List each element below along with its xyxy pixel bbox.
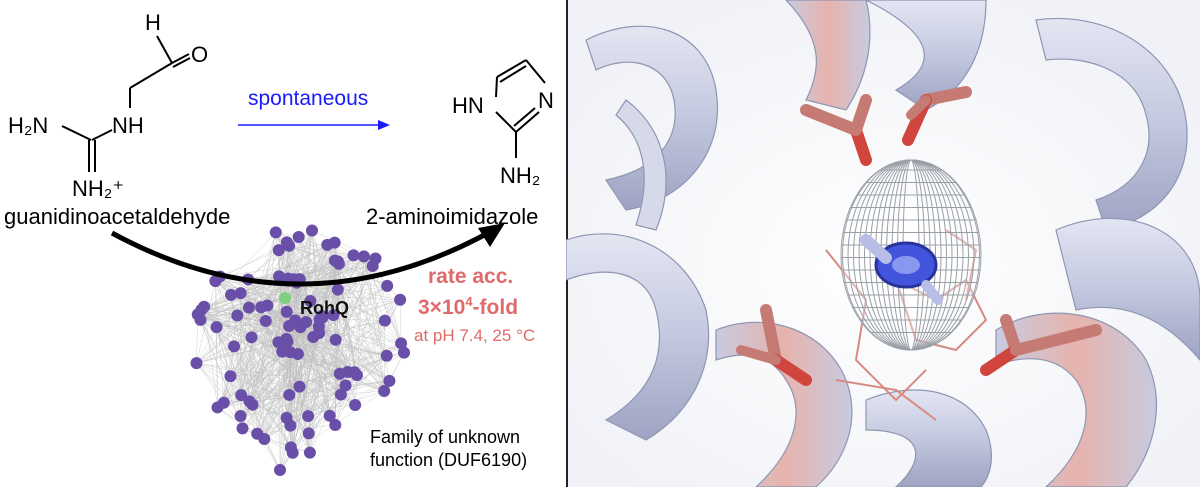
reaction-scheme-panel: H O NH H₂N NH₂⁺ guanidinoacetaldehyde sp… [0,0,566,487]
ring-n-label: N [538,88,554,113]
network-node [321,239,333,251]
spontaneous-label: spontaneous [248,87,368,110]
network-node [303,427,315,439]
network-node [283,389,295,401]
product-name: 2-aminoimidazole [366,204,538,229]
network-node [367,260,379,272]
network-node [378,385,390,397]
network-node [235,389,247,401]
network-node [330,334,342,346]
network-node [243,302,255,314]
family-line2: function (DUF6190) [370,450,527,470]
network-node [281,306,293,318]
network-node [324,410,336,422]
network-node [212,401,224,413]
rate-line1: rate acc. [428,265,513,288]
network-node [347,249,359,261]
network-node [274,464,286,476]
network-node [231,310,243,322]
hn-label: HN [452,93,484,118]
network-node [235,410,247,422]
spontaneous-arrow [238,120,390,130]
network-node [287,447,299,459]
rate-conditions: at pH 7.4, 25 °C [414,326,535,345]
network-node [211,321,223,333]
protein-structure-panel [566,0,1200,487]
rohq-label: RohQ [300,298,349,318]
network-node [270,226,282,238]
network-node [260,315,272,327]
nh-label: NH [112,113,144,138]
network-node [313,327,325,339]
reactant-name: guanidinoacetaldehyde [4,204,230,229]
network-node [304,447,316,459]
network-node [237,422,249,434]
reaction-scheme-svg: H O NH H₂N NH₂⁺ guanidinoacetaldehyde sp… [0,0,566,487]
network-node [342,366,354,378]
h2n-label: H₂N [8,113,48,138]
protein-structure-image [566,0,1200,487]
network-node [272,336,284,348]
rate-line2: 3×104-fold [418,294,518,319]
network-node [394,294,406,306]
network-node [381,350,393,362]
network-node [255,301,267,313]
network-node [349,399,361,411]
network-node [273,270,285,282]
network-node [381,280,393,292]
network-node [340,379,352,391]
network-node [383,375,395,387]
network-node [294,321,306,333]
network-node [333,258,345,270]
family-line1: Family of unknown [370,427,520,447]
network-node [332,284,344,296]
network-node [302,410,314,422]
network-node [379,315,391,327]
network-node [281,236,293,248]
guanidinoacetaldehyde-structure [62,36,190,172]
network-node [251,428,263,440]
network-node [306,225,318,237]
network-node [225,289,237,301]
network-node [246,331,258,343]
product-nh2-label: NH₂ [500,163,540,188]
network-node [224,370,236,382]
network-node [293,231,305,243]
rohq-node [279,292,291,304]
nh2-plus-label: NH₂⁺ [72,176,124,201]
network-node [228,340,240,352]
network-node [358,250,370,262]
network-node [395,337,407,349]
network-node [284,420,296,432]
network-node [284,346,296,358]
network-node [192,308,204,320]
aldehyde-h-label: H [145,10,161,35]
aldehyde-o-label: O [191,42,208,67]
network-node [190,357,202,369]
network-node [293,381,305,393]
